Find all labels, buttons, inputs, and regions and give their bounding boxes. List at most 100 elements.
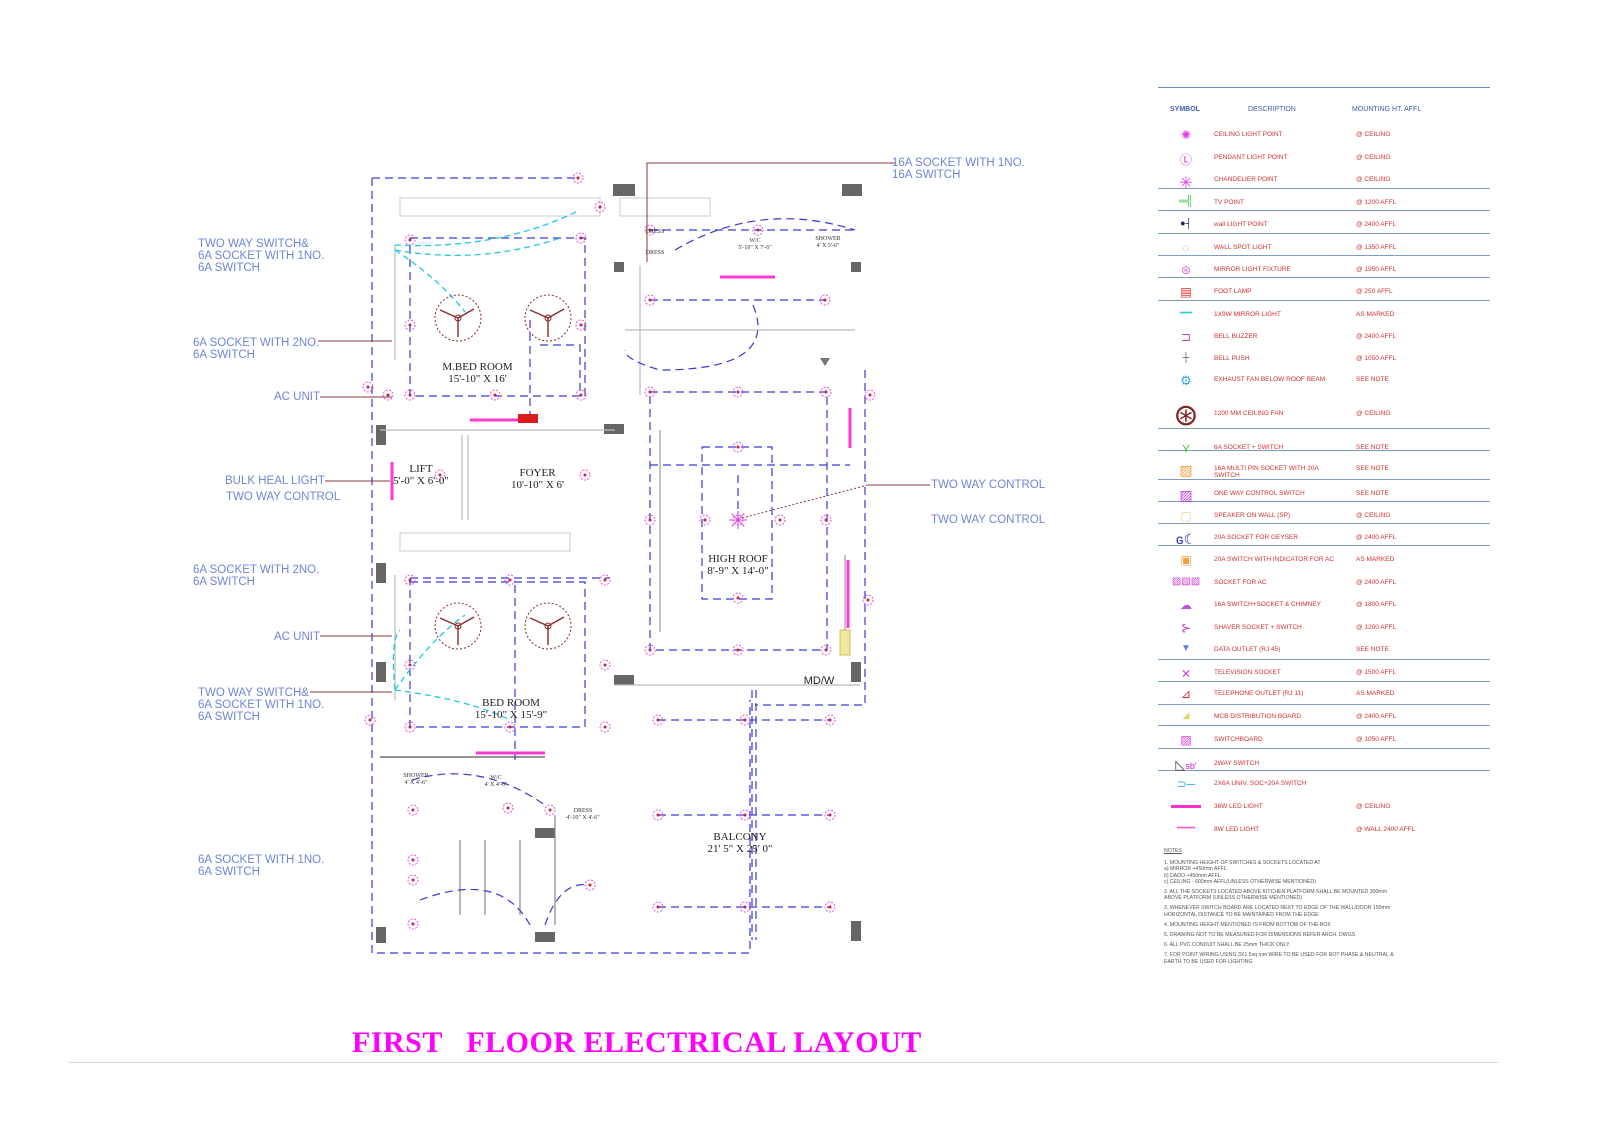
- room-label-master-bedroom: M.BED ROOM 15'-10" X 16': [442, 361, 513, 385]
- column: [851, 662, 861, 682]
- legend-mounting-height: @ 2400 AFFL: [1356, 579, 1397, 586]
- conduit-arc: [419, 888, 531, 926]
- switchboard-icon: ▨: [1180, 733, 1192, 747]
- legend-description: BELL PUSH: [1214, 355, 1250, 362]
- column: [376, 425, 386, 445]
- legend-description: 1200 MM CEILING FAN: [1214, 410, 1284, 417]
- tv-point-icon: ═╣: [1178, 196, 1194, 207]
- conduit-arc: [544, 883, 591, 926]
- data-outlet-icon: ▼: [1181, 643, 1191, 654]
- legend-mounting-height: @ 250 AFFL: [1356, 288, 1393, 295]
- chandelier-icon: [729, 511, 747, 529]
- callout-6a-socket-2no: 6A SOCKET WITH 2NO. 6A SWITCH: [193, 564, 320, 588]
- legend-description: 8W LED LIGHT: [1214, 826, 1260, 833]
- conduit-line: [371, 178, 751, 954]
- ceiling-light-icon: [599, 659, 611, 671]
- legend-description: SWITCHBOARD: [1214, 736, 1263, 743]
- ceiling-light-icon: [652, 714, 664, 726]
- note-item: 1. MOUNTING HEIGHT OF SWITCHES & SOCKETS…: [1164, 860, 1321, 885]
- tv-socket-icon: ⨯: [1180, 666, 1192, 680]
- led-8w-icon: ━━━: [1176, 823, 1196, 834]
- ceiling-light-icon: [572, 172, 584, 184]
- ceiling-light-icon: [584, 879, 596, 891]
- ceiling-light-icon: [404, 389, 416, 401]
- legend-description: 20A SWITCH WITH INDICATOR FOR AC: [1214, 556, 1335, 563]
- ceiling-light-points: [362, 172, 876, 930]
- callout-6a-socket-2no: 6A SOCKET WITH 2NO. 6A SWITCH: [193, 337, 320, 361]
- ceiling-light-icon: [699, 514, 711, 526]
- legend-description: TV POINT: [1214, 199, 1244, 206]
- room-label-bedroom: BED ROOM 15'-10" X 15'-9": [474, 697, 548, 721]
- ceiling-light-icon: [544, 804, 556, 816]
- ceiling-light-icon: [644, 224, 656, 236]
- conduit-arc: [411, 773, 546, 806]
- switch-wire: [394, 237, 561, 256]
- legend-header-mounting: MOUNTING HT. AFFL: [1352, 106, 1422, 113]
- ceiling-light-icon: [864, 389, 876, 401]
- geyser-socket-icon: ɢ☾: [1175, 531, 1197, 547]
- legend-mounting-height: @ CEILING: [1356, 803, 1391, 810]
- column: [842, 184, 862, 196]
- callout-bulk-heal-light: BULK HEAL LIGHT: [225, 475, 325, 487]
- legend-mounting-height: @ WALL 2400 AFFL: [1356, 826, 1416, 833]
- shaver-socket-icon: ⊱: [1180, 621, 1192, 635]
- legend-mounting-height: @ 1500 AFFL: [1356, 669, 1397, 676]
- legend-mounting-height: @ 2400 AFFL: [1356, 221, 1397, 228]
- legend-row-divider: [1158, 479, 1490, 480]
- legend-mounting-height: @ CEILING: [1356, 154, 1391, 161]
- note-item: 4. MOUNTING HEIGHT MENTIONED IS FROM BOT…: [1164, 921, 1331, 928]
- legend-description: 2WAY SWITCH: [1214, 760, 1260, 767]
- bell-push-icon: ┼: [1182, 352, 1190, 362]
- room-label-wc: W/C 5'-10" X 7'-6": [738, 238, 772, 251]
- legend-mounting-height: @ 1200 AFFL: [1356, 199, 1397, 206]
- ceiling-light-icon: [824, 714, 836, 726]
- room-label-shower: SHOWER 4' X 4'-6": [403, 773, 429, 786]
- legend-row-divider: [1158, 770, 1490, 771]
- legend-description: MIRROR LIGHT FIXTURE: [1214, 266, 1291, 273]
- legend-row-divider: [1158, 545, 1490, 546]
- ceiling-light-icon: [382, 389, 394, 401]
- legend-description: SPEAKER ON WALL (SP): [1214, 512, 1291, 519]
- room-label-dress: DRESS 4'-10" X 4'-6": [566, 808, 600, 821]
- legend-mounting-height: @ 1050 AFFL: [1356, 736, 1397, 743]
- legend-mounting-height: @ 1800 AFFL: [1356, 601, 1397, 608]
- legend-mounting-height: SEE NOTE: [1356, 444, 1389, 451]
- column: [376, 662, 386, 682]
- legend-row-divider: [1158, 725, 1490, 726]
- legend-mounting-height: AS MARKED: [1356, 556, 1395, 563]
- legend-row-divider: [1158, 300, 1490, 301]
- note-item: 5. DRAWING NOT TO BE MEASURED FOR DIMENS…: [1164, 932, 1356, 939]
- ceiling-light-icon: [824, 809, 836, 821]
- legend-row-divider: [1158, 501, 1490, 502]
- room-label-lift: LIFT 5'-0" X 6'-0": [393, 463, 449, 487]
- ceiling-light-icon: [739, 901, 751, 913]
- legend-description: 36W LED LIGHT: [1214, 803, 1263, 810]
- two-way-tag: sb': [1185, 761, 1197, 771]
- legend-row-divider: [1158, 523, 1490, 524]
- pendant-light-icon: Ⓛ: [1179, 153, 1192, 167]
- legend-description: TELEPHONE OUTLET (RJ 11): [1214, 690, 1304, 697]
- legend-mounting-height: @ 1200 AFFL: [1356, 624, 1397, 631]
- ceiling-light-icon: [732, 441, 744, 453]
- callout-two-way-switch: TWO WAY SWITCH& 6A SOCKET WITH 1NO. 6A S…: [198, 238, 325, 274]
- ceiling-light-icon: [362, 381, 374, 393]
- callout-two-way-switch: TWO WAY SWITCH& 6A SOCKET WITH 1NO. 6A S…: [198, 687, 325, 723]
- legend-mounting-height: SEE NOTE: [1356, 646, 1389, 653]
- legend-table: SYMBOL DESCRIPTION MOUNTING HT. AFFL ✺CE…: [1158, 87, 1490, 834]
- room-label-dress: DRESS: [645, 229, 665, 235]
- column: [604, 424, 624, 434]
- ceiling-light-icon: [407, 874, 419, 886]
- legend-row-divider: [1158, 704, 1490, 705]
- legend-mounting-height: SEE NOTE: [1356, 376, 1389, 383]
- ceiling-fan-icon: [524, 602, 572, 650]
- room-label-high-roof: HIGH ROOF 8'-9" X 14'-0": [707, 553, 769, 577]
- legend-row-divider: [1158, 748, 1490, 749]
- ceiling-light-icon: [732, 644, 744, 656]
- ceiling-fans: [434, 294, 572, 650]
- column: [535, 932, 555, 942]
- ceiling-light-icon: [862, 594, 874, 606]
- ceiling-light-icon: [644, 644, 656, 656]
- callout-two-way-control: TWO WAY CONTROL: [931, 479, 1046, 491]
- note-item: 3. WHENEVER SWITCH BOARD ARE LOCATED NEX…: [1164, 905, 1391, 918]
- ceiling-light-icon: [820, 386, 832, 398]
